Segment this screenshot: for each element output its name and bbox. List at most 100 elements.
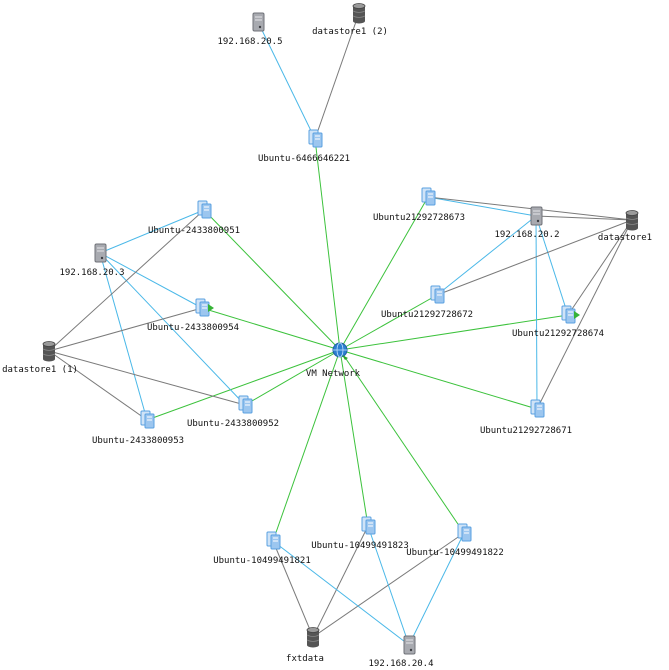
edge-host-h202-vm674 <box>535 215 569 316</box>
edge-host-vm6466-h205 <box>257 21 316 140</box>
database-icon <box>352 3 366 24</box>
edge-datastore-fxt-vm1821 <box>272 540 314 638</box>
node-label: Ubuntu-2433800954 <box>147 323 239 333</box>
database-icon <box>625 210 639 231</box>
edge-datastore-ds1a-vm953 <box>48 350 148 421</box>
edge-datastore-ds1-vm672 <box>436 219 633 296</box>
node-label: datastore1 (2) <box>312 27 388 37</box>
edge-host-h202-vm672 <box>436 215 537 296</box>
globe-network-icon <box>332 342 348 360</box>
edge-datastore-ds1a-vm954 <box>48 307 203 352</box>
node-label: Ubuntu-10499491823 <box>311 541 409 551</box>
vm-icon <box>308 129 323 148</box>
edge-network-vm1823-net <box>339 349 369 527</box>
node-vm-vm671[interactable]: Ubuntu21292728671 <box>480 399 572 436</box>
node-label: datastore1 (1) <box>2 365 78 375</box>
power-on-icon <box>574 311 580 319</box>
vm-icon <box>561 305 576 324</box>
edge-network-vm1821-net <box>272 349 341 542</box>
node-vm-vm674[interactable]: Ubuntu21292728674 <box>512 305 604 339</box>
node-vm-vm951[interactable]: Ubuntu-2433800951 <box>148 200 240 236</box>
vm-icon <box>195 298 210 317</box>
node-label: Ubuntu-2433800951 <box>148 226 240 236</box>
node-vm-vm672[interactable]: Ubuntu21292728672 <box>381 285 473 320</box>
node-vm-vm1823[interactable]: Ubuntu-10499491823 <box>311 516 409 551</box>
nodes-layer: VM Network 192.168.20.5 datastore1 (2) Ubun… <box>2 3 652 669</box>
node-network-net[interactable]: VM Network <box>306 342 361 379</box>
node-datastore-ds1a[interactable]: datastore1 (1) <box>2 341 78 376</box>
edge-host-h203-vm951 <box>99 209 205 254</box>
node-label: fxtdata <box>286 654 324 664</box>
edge-datastore-ds1-vm673 <box>427 196 633 221</box>
node-label: Ubuntu21292728673 <box>373 213 465 223</box>
node-label: Ubuntu-6466646221 <box>258 154 350 164</box>
edge-host-h204-vm1822 <box>408 532 465 646</box>
node-vm-vm952[interactable]: Ubuntu-2433800952 <box>187 395 279 429</box>
vm-icon <box>238 395 253 414</box>
edge-network-vm1822-net <box>339 349 465 534</box>
power-on-icon <box>208 304 214 312</box>
vm-icon <box>421 187 436 206</box>
node-label: 192.168.20.4 <box>368 659 433 669</box>
server-icon <box>403 635 416 655</box>
server-icon <box>94 243 107 263</box>
node-vm-vm953[interactable]: Ubuntu-2433800953 <box>92 410 184 446</box>
vm-icon <box>140 410 155 429</box>
edge-datastore-ds1a-vm952 <box>48 350 246 406</box>
edge-host-h203-vm953 <box>99 252 148 421</box>
node-label: VM Network <box>306 369 361 379</box>
node-label: 192.168.20.2 <box>494 230 559 240</box>
node-label: datastore1 <box>598 233 652 243</box>
vm-icon <box>530 399 545 418</box>
edge-network-vm953-net <box>146 349 341 421</box>
database-icon <box>42 341 56 362</box>
vm-icon <box>430 285 445 304</box>
edge-host-h202-vm671 <box>535 215 538 410</box>
node-label: Ubuntu-2433800953 <box>92 436 184 446</box>
database-icon <box>306 627 320 648</box>
node-vm-vm1821[interactable]: Ubuntu-10499491821 <box>213 531 311 566</box>
edge-host-h204-vm1823 <box>367 525 410 646</box>
node-label: Ubuntu-2433800952 <box>187 419 279 429</box>
edge-host-h202-vm673 <box>427 196 537 217</box>
edge-host-h203-vm954 <box>99 252 203 309</box>
node-label: 192.168.20.3 <box>59 268 124 278</box>
node-datastore-ds2[interactable]: datastore1 (2) <box>312 3 388 38</box>
node-vm-vm6466[interactable]: Ubuntu-6466646221 <box>258 129 350 164</box>
node-datastore-ds1[interactable]: datastore1 <box>598 210 652 244</box>
node-host-h204[interactable]: 192.168.20.4 <box>368 635 434 669</box>
edge-network-vm954-net <box>201 307 341 351</box>
server-icon <box>252 12 265 32</box>
vm-icon <box>197 200 212 219</box>
edge-network-vm6466-net <box>314 138 341 351</box>
edge-network-vm671-net <box>339 349 538 410</box>
node-label: Ubuntu21292728671 <box>480 426 572 436</box>
node-label: Ubuntu-10499491822 <box>406 548 504 558</box>
edges-layer <box>48 12 633 646</box>
edge-datastore-ds1-vm671 <box>536 219 633 410</box>
node-label: Ubuntu21292728672 <box>381 310 473 320</box>
node-vm-vm673[interactable]: Ubuntu21292728673 <box>373 187 465 223</box>
node-datastore-fxt[interactable]: fxtdata <box>286 627 324 665</box>
node-host-h205[interactable]: 192.168.20.5 <box>217 12 283 47</box>
node-vm-vm1822[interactable]: Ubuntu-10499491822 <box>406 523 504 558</box>
edge-datastore-ds1a-vm951 <box>48 209 205 352</box>
vm-icon <box>361 516 376 535</box>
edge-host-h204-vm1821 <box>272 540 410 646</box>
node-vm-vm954[interactable]: Ubuntu-2433800954 <box>147 298 239 333</box>
edge-network-vm951-net <box>203 209 341 351</box>
edge-datastore-ds1-h202 <box>535 215 633 221</box>
edge-network-vm672-net <box>339 294 438 351</box>
edge-network-vm673-net <box>339 196 429 351</box>
edge-network-vm952-net <box>244 349 341 406</box>
edge-host-h203-vm952 <box>99 252 246 406</box>
edge-datastore-ds1-vm674 <box>567 219 633 316</box>
node-host-h203[interactable]: 192.168.20.3 <box>59 243 125 278</box>
edge-network-vm674-net <box>339 314 569 351</box>
node-label: Ubuntu-10499491821 <box>213 556 311 566</box>
server-icon <box>530 206 543 226</box>
vm-icon <box>457 523 472 542</box>
node-host-h202[interactable]: 192.168.20.2 <box>494 206 560 240</box>
